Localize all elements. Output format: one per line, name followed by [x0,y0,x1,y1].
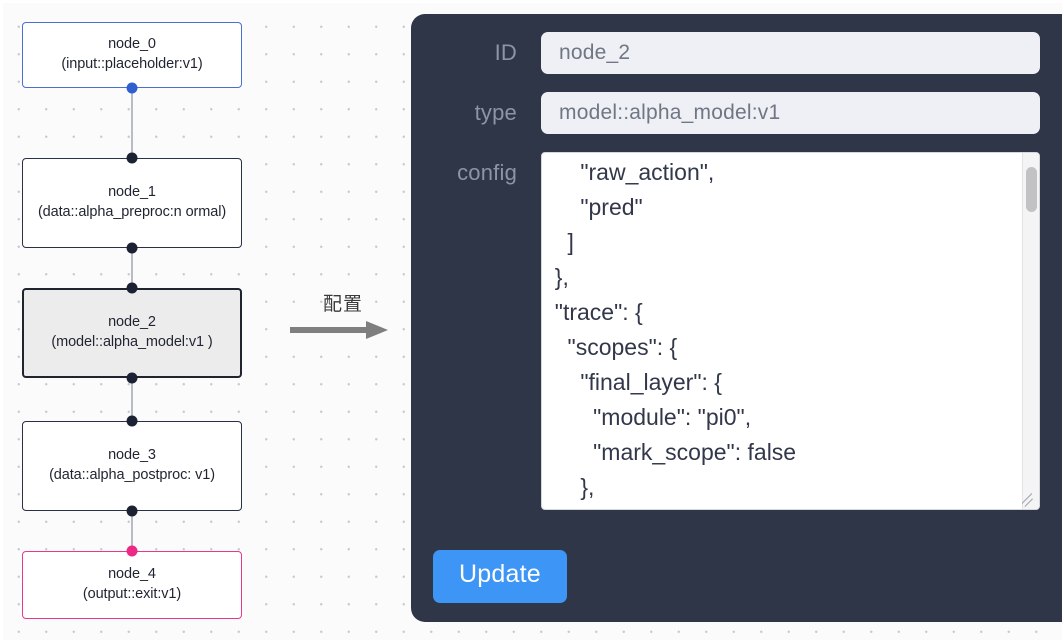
vertical-scrollbar[interactable] [1022,153,1039,509]
edge-node3-node4 [131,511,133,551]
edge-node0-node1 [131,88,133,158]
handle-node_2-source[interactable] [126,372,138,384]
config-textarea-wrapper[interactable]: "raw_action", "pred" ] }, "trace": { "sc… [541,152,1040,510]
type-label: type [474,100,517,125]
field-row-id: ID node_2 [411,32,1062,74]
node-title: node_4 [108,566,156,583]
config-textarea[interactable]: "raw_action", "pred" ] }, "trace": { "sc… [554,159,797,509]
node-subtitle: (output::exit:v1) [82,586,182,602]
handle-node_0-source[interactable] [126,82,138,94]
update-button[interactable]: Update [433,550,567,603]
annotation-group: 配置 [288,293,398,339]
handle-node_1-source[interactable] [126,242,138,254]
graph-node-node_2[interactable]: node_2 (model::alpha_model:v1 ) [22,288,242,378]
graph-node-node_0[interactable]: node_0 (input::placeholder:v1) [22,22,242,88]
handle-node_3-source[interactable] [126,505,138,517]
node-inspector-panel: ID node_2 type model::alpha_model:v1 con… [411,14,1062,622]
node-subtitle: (model::alpha_model:v1 ) [51,334,213,350]
node-title: node_1 [108,184,156,201]
graph-node-node_3[interactable]: node_3 (data::alpha_postproc: v1) [22,421,242,511]
node-title: node_0 [108,36,156,53]
scrollbar-thumb[interactable] [1026,167,1037,212]
edge-node2-node3 [131,378,133,420]
graph-node-node_4[interactable]: node_4 (output::exit:v1) [22,551,242,619]
field-row-type: type model::alpha_model:v1 [411,92,1062,134]
node-title: node_2 [108,314,156,331]
id-label: ID [494,40,517,65]
config-label: config [457,160,517,185]
node-title: node_3 [108,447,156,464]
node-subtitle: (data::alpha_postproc: v1) [49,467,215,483]
node-subtitle: (data::alpha_preproc:n ormal) [37,204,227,220]
resize-grip-icon[interactable] [1022,492,1038,508]
type-input[interactable]: model::alpha_model:v1 [541,92,1040,134]
graph-node-node_1[interactable]: node_1 (data::alpha_preproc:n ormal) [22,158,242,248]
field-row-config: config "raw_action", "pred" ] }, "trace"… [411,152,1062,510]
id-input[interactable]: node_2 [541,32,1040,74]
arrow-right-icon [288,321,398,339]
handle-node_4-target[interactable] [126,545,138,557]
handle-node_3-target[interactable] [126,415,138,427]
handle-node_1-target[interactable] [126,152,138,164]
node-subtitle: (input::placeholder:v1) [61,56,203,72]
handle-node_2-target[interactable] [126,282,138,294]
annotation-label: 配置 [322,293,363,315]
